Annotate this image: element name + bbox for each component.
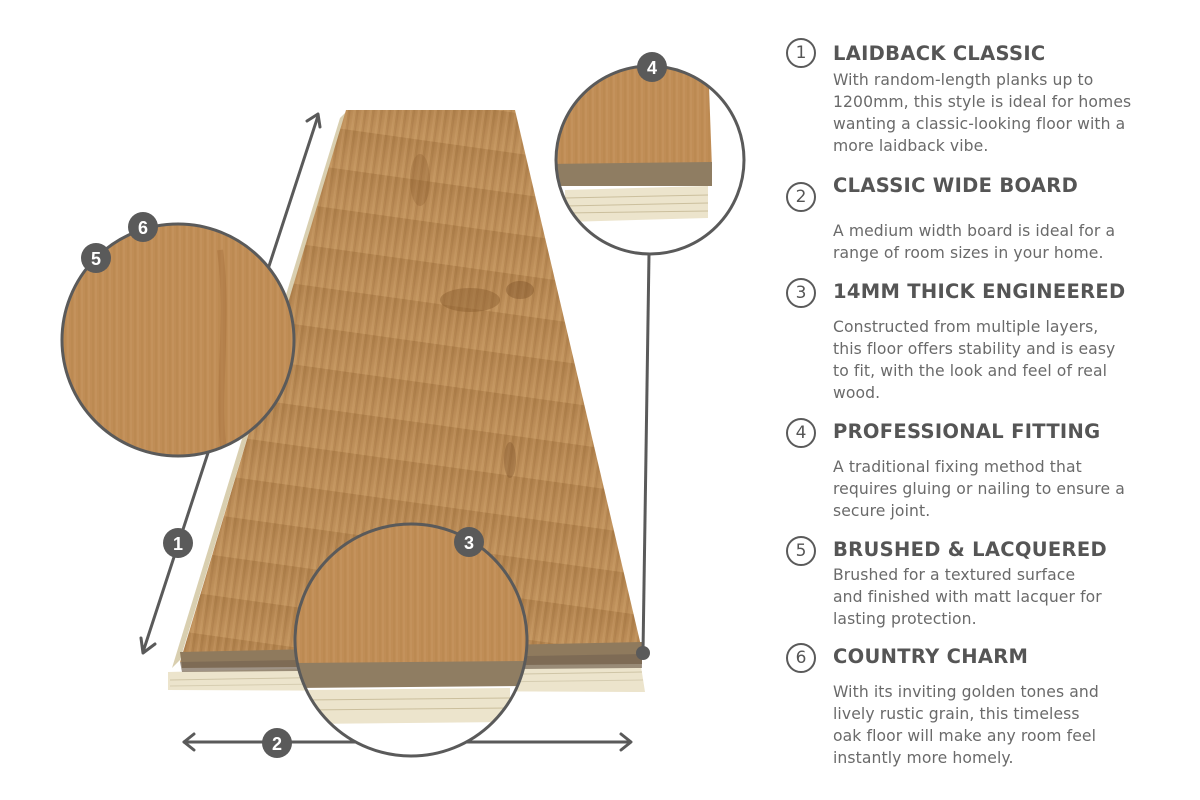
marker-2: 2 (262, 728, 292, 758)
svg-text:6: 6 (138, 218, 148, 238)
feature-title: BRUSHED & LACQUERED (833, 538, 1107, 561)
feature-description: A medium width board is ideal for a rang… (833, 222, 1116, 262)
marker-6: 6 (128, 212, 158, 242)
feature-description: With its inviting golden tones and livel… (833, 683, 1099, 767)
feature-description: Constructed from multiple layers, this f… (833, 318, 1116, 402)
marker-4: 4 (637, 52, 667, 82)
marker-3: 3 (454, 527, 484, 557)
marker-1: 1 (163, 528, 193, 558)
feature-description: With random-length planks up to 1200mm, … (833, 71, 1132, 155)
number-badge: 3 (786, 278, 816, 308)
number-badge: 1 (786, 38, 816, 68)
feature-description: A traditional fixing method that require… (833, 458, 1125, 520)
feature-title: PROFESSIONAL FITTING (833, 420, 1101, 443)
svg-text:1: 1 (173, 534, 183, 554)
zoom-circle-joint-detail (554, 64, 746, 660)
feature-title: CLASSIC WIDE BOARD (833, 174, 1079, 197)
features-list: 1 LAIDBACK CLASSIC With random-length pl… (786, 0, 1186, 800)
svg-text:3: 3 (464, 533, 474, 553)
number-badge: 2 (786, 182, 816, 212)
feature-title: LAIDBACK CLASSIC (833, 42, 1046, 65)
marker-5: 5 (81, 243, 111, 273)
number-badge: 5 (786, 536, 816, 566)
number-badge: 4 (786, 418, 816, 448)
feature-title: COUNTRY CHARM (833, 645, 1029, 668)
number-badge: 6 (786, 643, 816, 673)
svg-text:2: 2 (272, 734, 282, 754)
floor-plank-illustration: 1 2 3 4 5 6 (60, 52, 746, 758)
svg-text:5: 5 (91, 249, 101, 269)
svg-text:4: 4 (647, 58, 657, 78)
feature-title: 14MM THICK ENGINEERED (833, 280, 1126, 303)
zoom-circle-thickness-detail (293, 522, 529, 758)
feature-description: Brushed for a textured surface and finis… (833, 566, 1102, 628)
